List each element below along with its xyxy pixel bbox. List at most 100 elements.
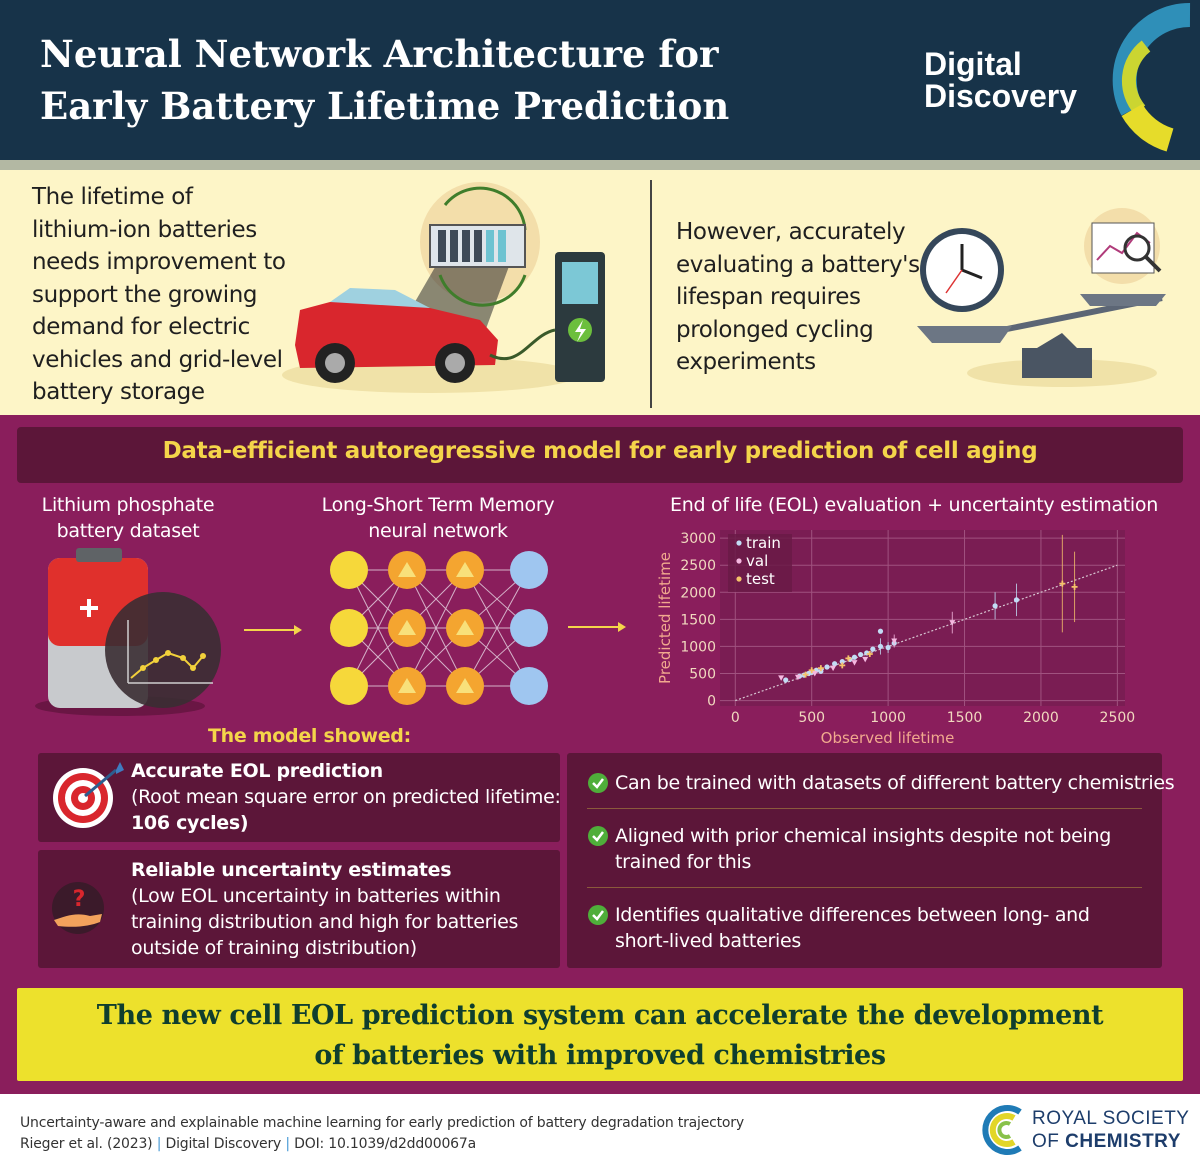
intro-left-line: The lifetime of bbox=[32, 184, 193, 210]
val-point bbox=[862, 656, 869, 663]
result-uncertainty-text: Reliable uncertainty estimates (Low EOL … bbox=[131, 857, 518, 961]
val-point bbox=[778, 675, 785, 681]
x-axis-label: Observed lifetime bbox=[821, 729, 955, 747]
test-point bbox=[866, 651, 873, 658]
legend-label: test bbox=[746, 570, 775, 588]
check-item-line: Identifies qualitative differences betwe… bbox=[615, 904, 1090, 926]
x-tick-label: 1000 bbox=[870, 710, 906, 726]
header bbox=[0, 0, 1200, 160]
target-icon bbox=[53, 762, 124, 828]
check-circle-icon bbox=[588, 905, 608, 925]
result-uncertainty-line: outside of training distribution) bbox=[131, 937, 417, 959]
y-tick-label: 0 bbox=[707, 694, 716, 710]
val-point bbox=[811, 671, 818, 677]
chart-grid bbox=[720, 530, 1125, 706]
citation-authors: Rieger et al. (2023) bbox=[20, 1136, 153, 1152]
model-showed-label: The model showed: bbox=[208, 725, 411, 747]
lstm-label-line: neural network bbox=[368, 520, 508, 542]
legend-label: train bbox=[746, 534, 781, 552]
intro-left-line: battery storage bbox=[32, 379, 205, 405]
x-tick-label: 2500 bbox=[1100, 710, 1136, 726]
check-separator bbox=[587, 808, 1142, 809]
test-point bbox=[845, 655, 852, 662]
lstm-network-icon bbox=[330, 551, 548, 705]
intro-right-text: However, accurately evaluating a battery… bbox=[676, 216, 920, 379]
electric-car-charging-icon bbox=[282, 182, 605, 393]
test-point bbox=[1071, 583, 1078, 590]
dataset-label-line: battery dataset bbox=[56, 520, 200, 542]
citation-separator: | bbox=[156, 1136, 162, 1152]
journal-brand: Digital Discovery bbox=[924, 48, 1077, 112]
legend-marker bbox=[736, 558, 742, 564]
intro-right-line: experiments bbox=[676, 349, 816, 375]
y-tick-label: 3000 bbox=[680, 531, 716, 547]
val-point bbox=[949, 620, 956, 626]
rsc-name-line-1: ROYAL SOCIETY bbox=[1032, 1108, 1190, 1129]
train-point bbox=[992, 603, 998, 609]
result-box-uncertainty bbox=[38, 850, 560, 968]
arrow-right-icon bbox=[244, 625, 302, 635]
title-line-1: Neural Network Architecture for bbox=[40, 32, 719, 76]
rsc-of: OF bbox=[1032, 1131, 1060, 1152]
lstm-label-line: Long-Short Term Memory bbox=[321, 494, 555, 516]
intro-left-line: demand for electric bbox=[32, 314, 250, 340]
eol-label: End of life (EOL) evaluation + uncertain… bbox=[670, 494, 1158, 516]
citation-journal: Digital Discovery bbox=[165, 1136, 282, 1152]
test-point bbox=[808, 667, 815, 674]
x-tick-label: 500 bbox=[798, 710, 825, 726]
conclusion-banner bbox=[17, 988, 1183, 1081]
train-point bbox=[870, 646, 876, 652]
train-point bbox=[783, 677, 789, 683]
conclusion-line: The new cell EOL prediction system can a… bbox=[96, 1000, 1104, 1031]
page-title: Neural Network Architecture for Early Ba… bbox=[40, 28, 729, 132]
digital-discovery-logo-icon bbox=[1112, 2, 1200, 152]
y-tick-label: 1000 bbox=[680, 639, 716, 655]
legend-label: val bbox=[746, 552, 768, 570]
model-banner bbox=[17, 427, 1183, 483]
result-uncertainty-title: Reliable uncertainty estimates bbox=[131, 859, 452, 881]
hand-question-icon: ? bbox=[52, 882, 104, 934]
result-accuracy-value: 106 cycles) bbox=[131, 812, 249, 834]
dataset-label: Lithium phosphate battery dataset bbox=[0, 492, 256, 544]
test-point bbox=[839, 662, 846, 669]
intro-left-line: vehicles and grid-level bbox=[32, 346, 283, 373]
dataset-label-line: Lithium phosphate bbox=[41, 494, 215, 516]
train-point bbox=[851, 654, 858, 660]
x-tick-label: 2000 bbox=[1023, 710, 1059, 726]
arrow-right-icon bbox=[568, 622, 626, 632]
battery-icon bbox=[35, 548, 221, 716]
lstm-label: Long-Short Term Memory neural network bbox=[300, 492, 576, 544]
intro-left-line: support the growing bbox=[32, 281, 258, 308]
intro-right-line: However, accurately bbox=[676, 219, 906, 245]
train-point bbox=[885, 644, 891, 651]
x-tick-label: 0 bbox=[731, 710, 740, 726]
result-accuracy-body: (Root mean square error on predicted lif… bbox=[131, 786, 561, 808]
check-item-line: Can be trained with datasets of differen… bbox=[615, 772, 1175, 794]
train-point bbox=[1013, 597, 1020, 603]
legend-marker bbox=[736, 540, 742, 546]
brand-line-2: Discovery bbox=[924, 78, 1077, 114]
val-point bbox=[794, 674, 801, 681]
val-point bbox=[851, 660, 858, 666]
intro-left-line: needs improvement to bbox=[32, 249, 286, 275]
y-tick-label: 500 bbox=[689, 667, 716, 683]
rsc-logo-icon bbox=[982, 1105, 1022, 1155]
train-point bbox=[877, 643, 884, 650]
train-point bbox=[818, 668, 824, 674]
intro-left-text: The lifetime of lithium-ion batteries ne… bbox=[32, 181, 286, 409]
val-point bbox=[830, 665, 837, 672]
rsc-chemistry: CHEMISTRY bbox=[1065, 1131, 1181, 1152]
result-uncertainty-line: (Low EOL uncertainty in batteries within bbox=[131, 885, 501, 907]
x-tick-label: 1500 bbox=[947, 710, 983, 726]
citation-doi[interactable]: DOI: 10.1039/d2dd00067a bbox=[294, 1136, 476, 1152]
check-item-differences: Identifies qualitative differences betwe… bbox=[615, 902, 1090, 954]
check-circle-icon bbox=[588, 826, 608, 846]
chart-marks bbox=[778, 534, 1078, 683]
test-point bbox=[1059, 580, 1066, 587]
conclusion-line: of batteries with improved chemistries bbox=[314, 1040, 886, 1071]
y-tick-label: 2500 bbox=[680, 558, 716, 574]
test-point bbox=[817, 665, 824, 672]
check-item-line: Aligned with prior chemical insights des… bbox=[615, 825, 1112, 847]
title-line-2: Early Battery Lifetime Prediction bbox=[40, 84, 730, 128]
